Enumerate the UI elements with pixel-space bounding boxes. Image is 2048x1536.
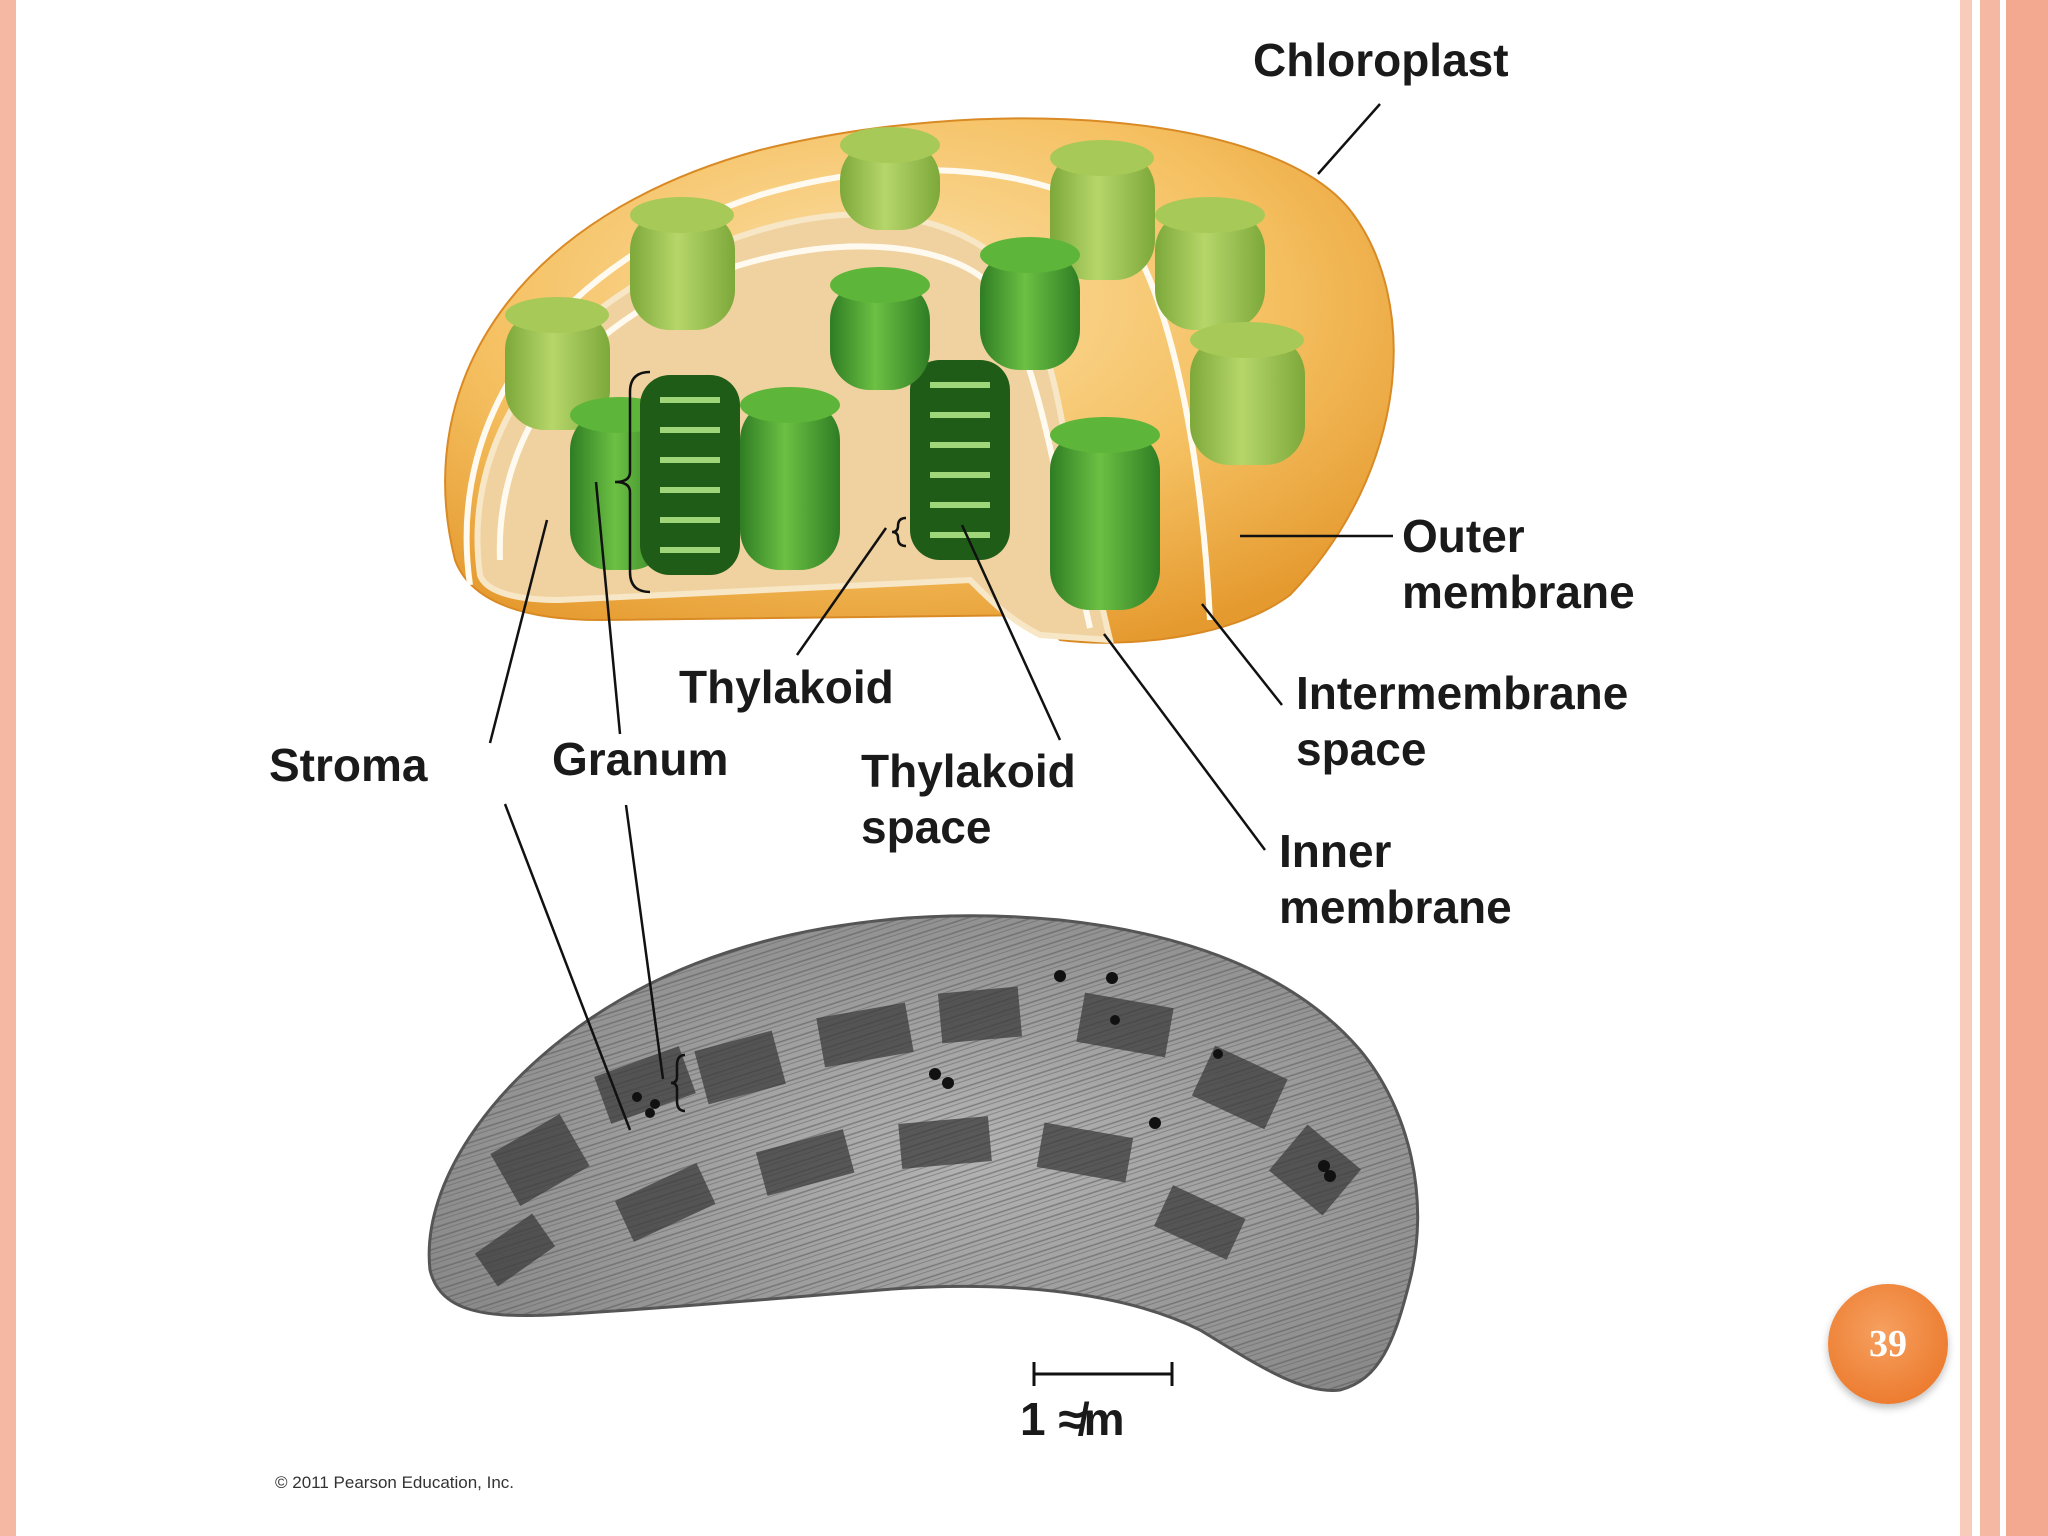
granum-stack xyxy=(1190,322,1305,465)
right-frame-stripe xyxy=(1980,0,2000,1536)
intermembrane-space-label-line-2: space xyxy=(1296,723,1427,775)
intermembrane-space-label: Intermembrane space xyxy=(1296,665,1628,777)
granum-label: Granum xyxy=(552,733,729,785)
outer-membrane-label-line-1: Outer xyxy=(1402,510,1525,562)
granum-stack xyxy=(980,237,1080,370)
thylakoid-space-label-line-1: Thylakoid xyxy=(861,745,1076,797)
right-frame-border xyxy=(2006,0,2048,1536)
stroma-upper-leader-line xyxy=(488,519,549,744)
thylakoid-space-leader-line xyxy=(960,524,1062,741)
stroma-lower-leader-line xyxy=(503,803,632,1131)
granum-lower-leader-line xyxy=(624,804,665,1080)
chloroplast-label: Chloroplast xyxy=(1253,34,1509,86)
stroma-label: Stroma xyxy=(269,739,428,791)
granum-stack xyxy=(1050,417,1160,610)
slide-number-badge: 39 xyxy=(1828,1284,1948,1404)
electron-micrograph xyxy=(427,914,1420,1392)
granum-stack xyxy=(505,297,610,430)
granum-stack xyxy=(830,267,930,390)
micrograph-granum-bracket xyxy=(670,1053,686,1113)
intermembrane-space-label-line-1: Intermembrane xyxy=(1296,667,1629,719)
granum-upper-leader-line xyxy=(594,481,622,735)
thylakoid-space-label: Thylakoid space xyxy=(861,743,1076,855)
chloroplast-leader-line xyxy=(1317,103,1381,175)
granum-stack xyxy=(1050,140,1155,280)
scale-bar-label: 1 ≉m xyxy=(1020,1393,1125,1445)
granum-stack xyxy=(840,127,940,230)
granum-stack xyxy=(630,197,735,330)
left-frame-border xyxy=(0,0,16,1536)
copyright-notice: © 2011 Pearson Education, Inc. xyxy=(275,1473,515,1492)
thylakoid-bracket xyxy=(891,516,907,548)
thylakoid-label: Thylakoid xyxy=(679,661,894,713)
granum-stack xyxy=(640,375,740,575)
thylakoid-leader-line xyxy=(795,527,888,656)
inner-membrane-leader-line xyxy=(1102,633,1267,851)
granum-stack xyxy=(740,387,840,570)
thylakoid-space-label-line-2: space xyxy=(861,801,992,853)
outer-membrane-label-line-2: membrane xyxy=(1402,566,1635,618)
intermembrane-leader-line xyxy=(1201,603,1283,706)
inner-membrane-label-line-2: membrane xyxy=(1279,881,1512,933)
granum-stack xyxy=(1155,197,1265,330)
granum-stack xyxy=(910,360,1010,560)
inner-membrane-label: Inner membrane xyxy=(1279,823,1512,935)
inner-membrane-label-line-1: Inner xyxy=(1279,825,1392,877)
outer-membrane-label: Outer membrane xyxy=(1402,508,1635,620)
scale-bar xyxy=(1032,1362,1174,1386)
right-frame-stripe xyxy=(1960,0,1972,1536)
chloroplast-illustration xyxy=(444,117,1395,644)
granum-bracket xyxy=(614,370,651,594)
